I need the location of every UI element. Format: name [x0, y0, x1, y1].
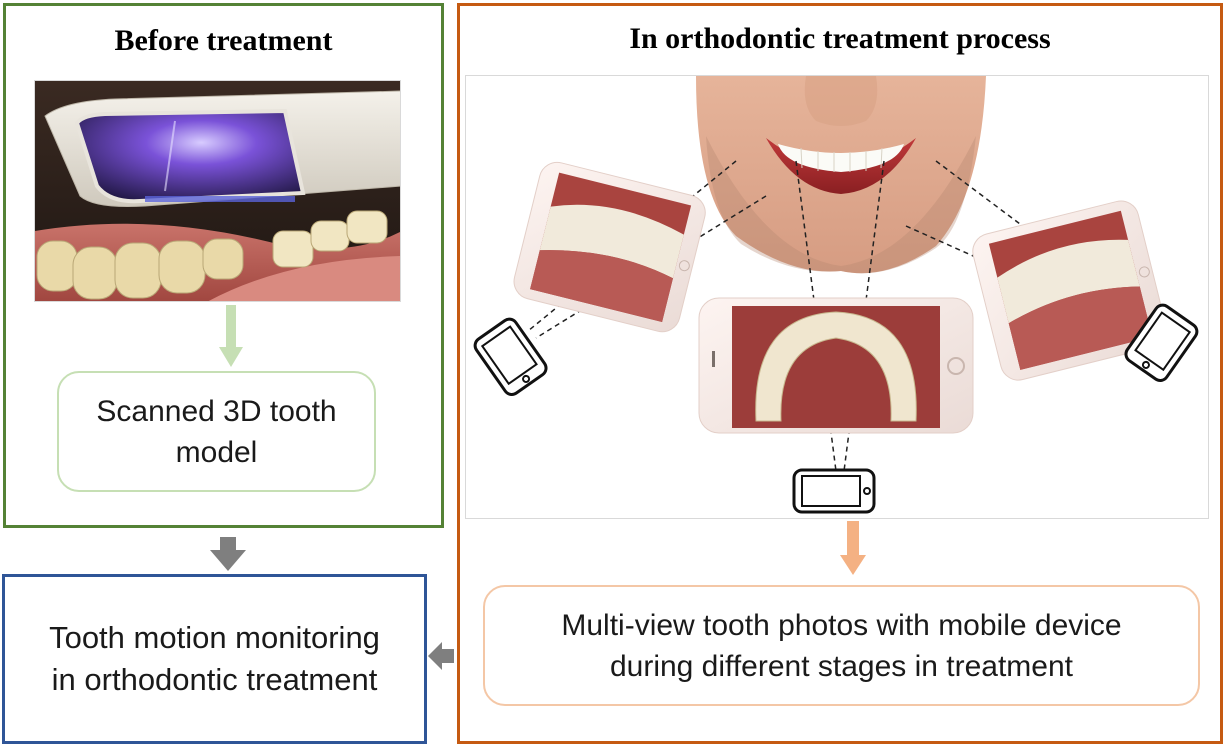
intraoral-scan-photo: [34, 80, 401, 302]
before-treatment-title: Before treatment: [114, 24, 333, 57]
scanned-3d-model-box: Scanned 3D tooth model: [57, 371, 376, 492]
tooth-motion-monitoring-text: Tooth motion monitoring in orthodontic t…: [49, 620, 380, 697]
down-arrow-orange: [840, 521, 866, 575]
down-arrow-gray: [210, 537, 246, 571]
tooth-motion-monitoring-box: Tooth motion monitoring in orthodontic t…: [2, 574, 427, 744]
multi-view-capture-illustration: [465, 75, 1209, 519]
phone-icon-center: [792, 468, 876, 514]
smile-and-phones-image: [473, 76, 1199, 514]
down-arrow-green: [219, 305, 243, 367]
treatment-process-panel: [457, 3, 1223, 744]
treatment-process-title: In orthodontic treatment process: [629, 22, 1051, 55]
phone-icon-right: [1124, 303, 1199, 382]
multi-view-photos-text: Multi-view tooth photos with mobile devi…: [561, 608, 1122, 683]
left-arrow-gray: [428, 642, 454, 670]
phone-icon-left: [473, 317, 548, 396]
intraoral-scanner-image: [35, 81, 400, 301]
before-treatment-panel: [3, 3, 444, 528]
scanned-3d-model-text: Scanned 3D tooth model: [96, 394, 337, 469]
multi-view-photos-box: Multi-view tooth photos with mobile devi…: [483, 585, 1200, 706]
